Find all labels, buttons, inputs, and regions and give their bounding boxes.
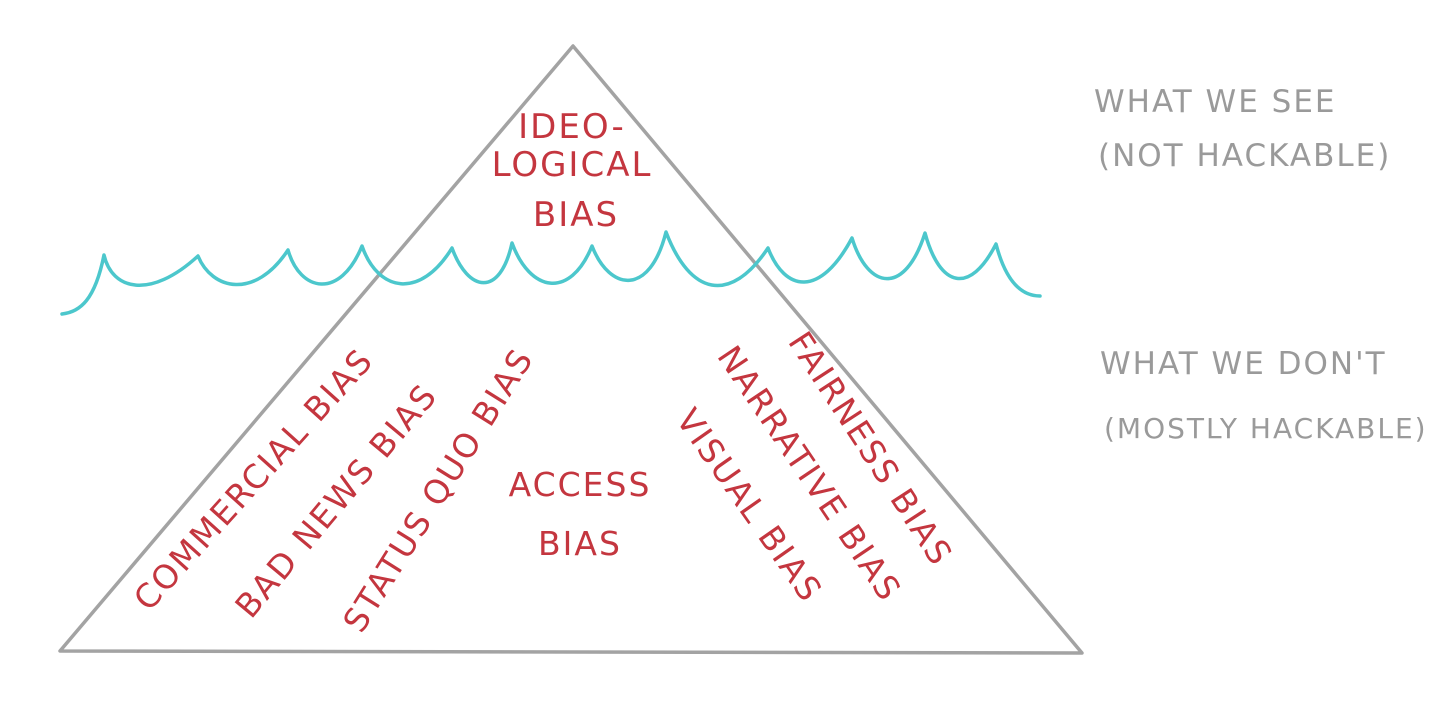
mostly-hackable-label: (MOSTLY HACKABLE): [1104, 412, 1428, 445]
what-we-see-label: WHAT WE SEE: [1094, 84, 1337, 120]
ideological-bias-line1: IDEO-: [518, 107, 626, 147]
access-bias-line1: ACCESS: [509, 465, 652, 504]
what-we-dont-label: WHAT WE DON'T: [1100, 346, 1387, 382]
ideological-bias-line2: LOGICAL: [492, 145, 653, 185]
ideological-bias-line3: BIAS: [533, 195, 619, 235]
pyramid-outline: [58, 44, 1084, 655]
not-hackable-label: (NOT HACKABLE): [1098, 138, 1391, 174]
water-line: [60, 230, 1042, 316]
access-bias-line2: BIAS: [538, 524, 622, 563]
